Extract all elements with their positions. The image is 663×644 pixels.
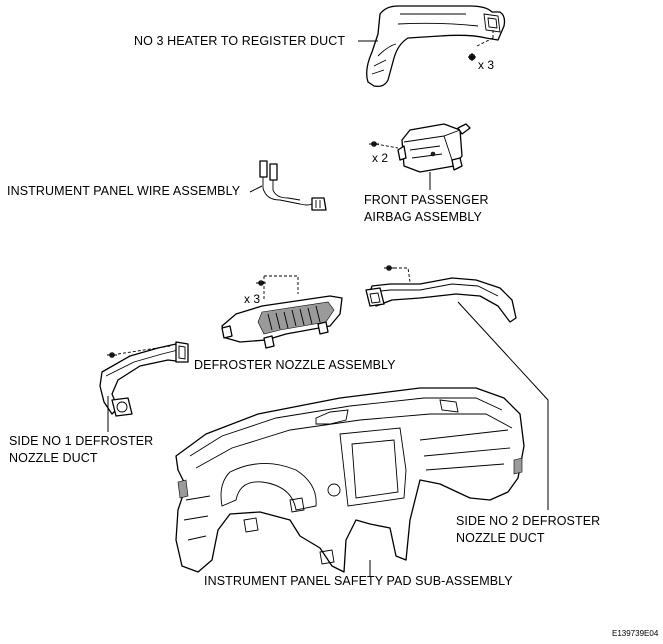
qty-airbag-bolts: x 2: [372, 151, 389, 165]
qty-heater-duct-screws: x 3: [478, 58, 495, 72]
label-airbag-line2: AIRBAG ASSEMBLY: [364, 210, 482, 224]
label-side1-line1: SIDE NO 1 DEFROSTER: [9, 434, 154, 448]
heater-to-register-duct: [366, 5, 506, 88]
label-safety-pad: INSTRUMENT PANEL SAFETY PAD SUB-ASSEMBLY: [204, 574, 513, 588]
defroster-nozzle: [221, 275, 343, 349]
figure-code: E139739E04: [612, 629, 659, 638]
side-no1-defroster-duct: [99, 341, 189, 417]
label-side1-line2: NOZZLE DUCT: [9, 451, 98, 465]
qty-defroster-screws: x 3: [244, 292, 261, 306]
label-defroster-nozzle: DEFROSTER NOZZLE ASSEMBLY: [194, 358, 396, 372]
instrument-panel-wire: [259, 160, 327, 211]
label-side2-line2: NOZZLE DUCT: [456, 531, 545, 545]
airbag-assembly: [369, 123, 471, 173]
instrument-panel-safety-pad: [175, 387, 525, 573]
label-instrument-panel-wire: INSTRUMENT PANEL WIRE ASSEMBLY: [7, 184, 241, 198]
side-no2-defroster-duct: [365, 265, 517, 323]
label-heater-to-register-duct: NO 3 HEATER TO REGISTER DUCT: [134, 34, 346, 48]
label-airbag-line1: FRONT PASSENGER: [364, 193, 489, 207]
label-side2-line1: SIDE NO 2 DEFROSTER: [456, 514, 601, 528]
